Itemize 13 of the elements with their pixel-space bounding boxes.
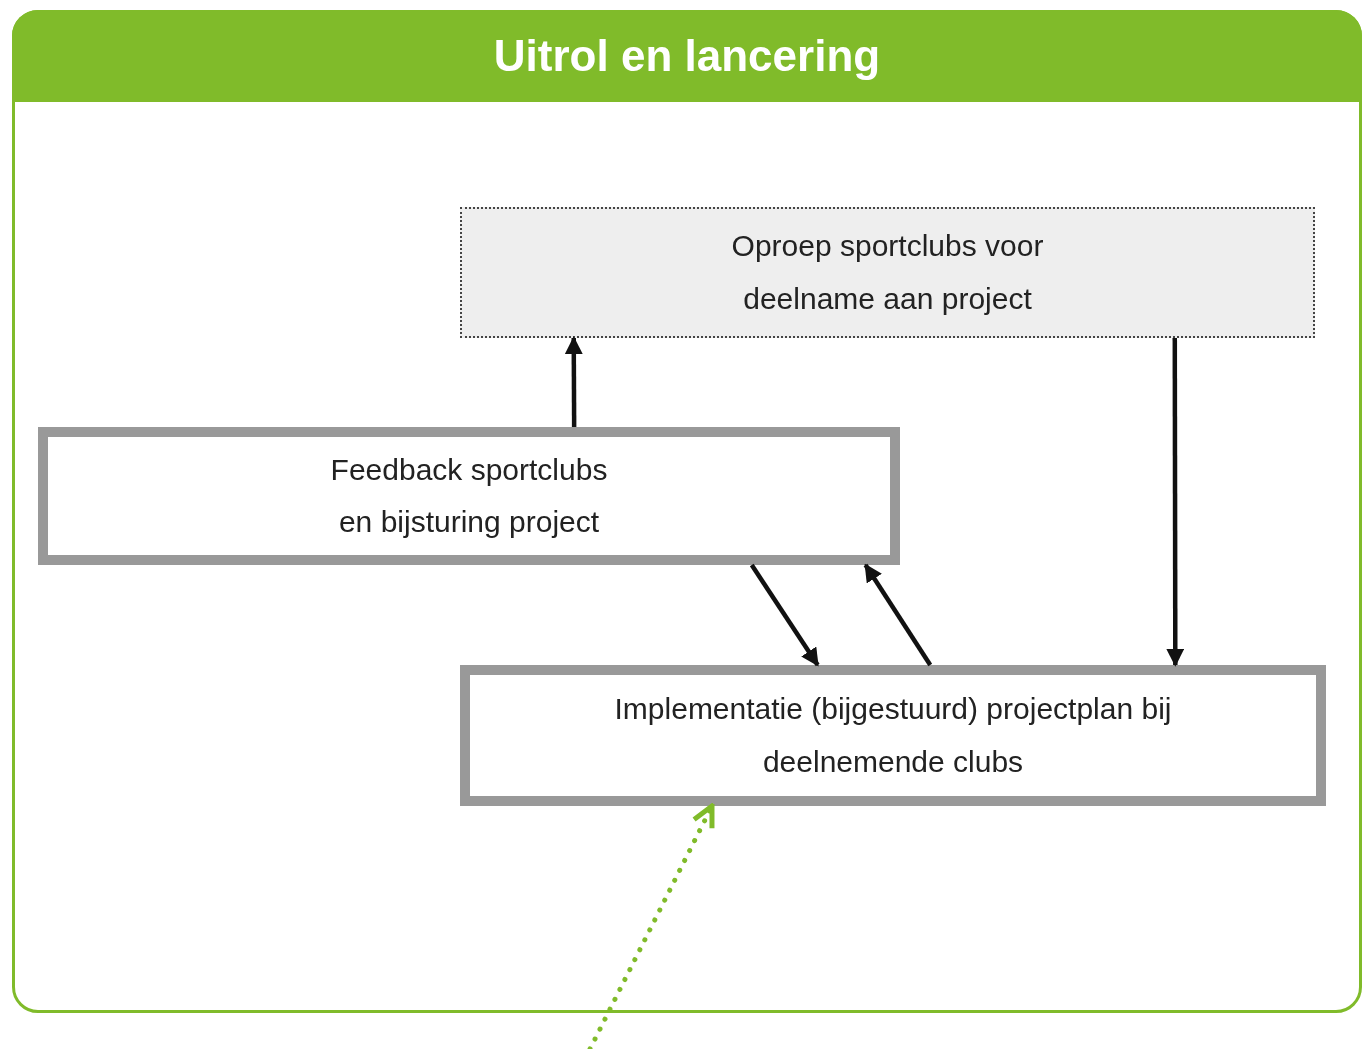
box-text: Implementatie (bijgestuurd) projectplan bij deelnemende clubs: [613, 691, 1173, 780]
dotted-arrow: [587, 803, 715, 1049]
panel-heading: Uitrol en lancering: [12, 10, 1362, 102]
arrow: [863, 563, 933, 667]
arrow: [1166, 338, 1185, 667]
box-text: Oproep sportclubs voor deelname aan project: [730, 228, 1045, 317]
dotted-process-box: [460, 207, 1315, 338]
process-box: [38, 427, 900, 565]
arrow: [564, 336, 583, 427]
process-box: [460, 665, 1326, 806]
arrow: [749, 563, 820, 667]
panel-frame: [12, 10, 1362, 1013]
box-text: Feedback sportclubs en bijsturing project: [329, 451, 609, 540]
